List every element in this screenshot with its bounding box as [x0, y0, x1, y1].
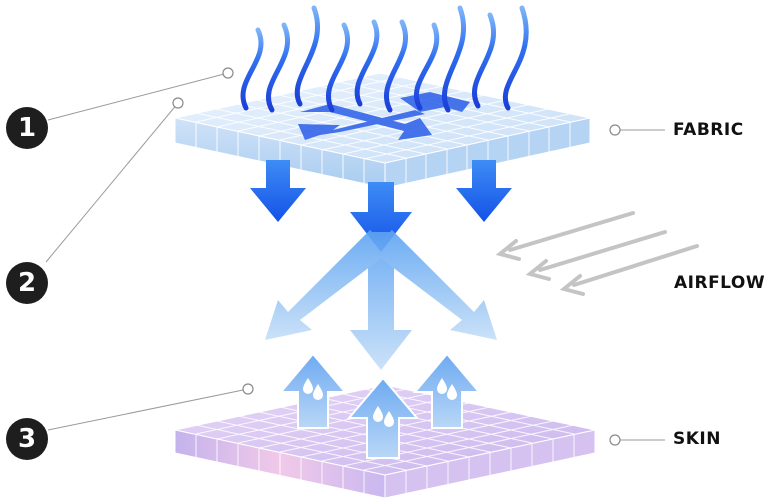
airflow-arrow-icon	[495, 211, 699, 296]
step-badge-2: 2	[6, 262, 48, 304]
airflow-label: AIRFLOW	[674, 273, 766, 293]
up-arrow-icon	[278, 352, 482, 459]
fabric-label: FABRIC	[673, 120, 744, 140]
leader-lines	[45, 72, 665, 441]
fabric-layer	[174, 72, 591, 189]
down-arrow-icon	[250, 160, 512, 252]
step-badge-1: 1	[6, 107, 48, 149]
wave-lines-icon	[240, 5, 529, 113]
skin-label: SKIN	[673, 429, 721, 449]
split-arrow-icon	[265, 230, 497, 370]
step-badge-3: 3	[6, 418, 48, 460]
leader-dots	[172, 67, 621, 446]
water-droplets-icon	[303, 378, 457, 427]
